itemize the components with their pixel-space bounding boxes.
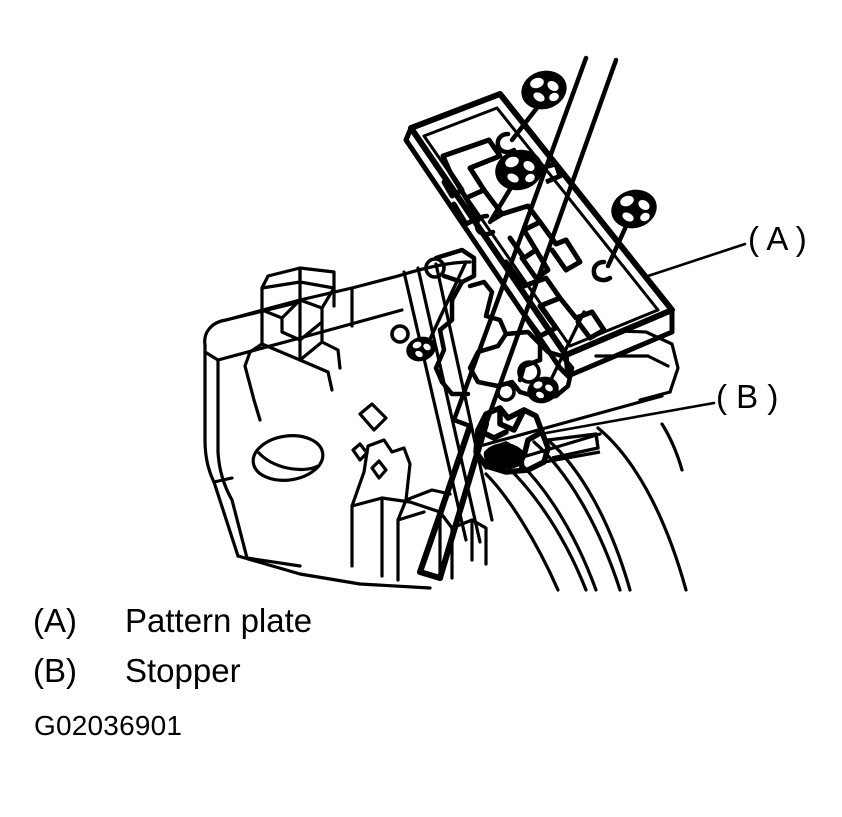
legend-label-b: Stopper xyxy=(125,652,241,689)
oval-hole-left xyxy=(251,434,325,482)
callout-label-a: ( A ) xyxy=(748,220,807,257)
legend-row-a: (A) Pattern plate xyxy=(33,604,533,654)
screw-head-middle xyxy=(487,149,563,225)
screw-head-lower-left xyxy=(406,260,468,362)
screw-head-right xyxy=(605,189,657,269)
screw-head-top xyxy=(509,70,567,143)
legend-key-b: (B) xyxy=(33,652,77,689)
leader-line-b xyxy=(544,401,716,435)
stopper-shadow xyxy=(483,443,526,470)
lower-bracket-cluster xyxy=(350,438,488,582)
legend: (A) Pattern plate (B) Stopper xyxy=(33,604,533,704)
callout-label-b: ( B ) xyxy=(716,378,779,415)
shift-lever-rod-lower xyxy=(417,421,489,581)
figure-code: G02036901 xyxy=(34,710,183,741)
leader-line-a xyxy=(646,242,747,278)
pattern-plate-edge xyxy=(403,127,675,379)
shift-gate-slot-lower xyxy=(503,259,607,341)
screw-head-lower-center xyxy=(527,310,586,404)
legend-label-a: Pattern plate xyxy=(125,602,313,639)
legend-key-a: (A) xyxy=(33,602,77,639)
left-stepped-tab xyxy=(243,266,342,422)
pattern-plate-inner-bevel xyxy=(422,106,660,348)
plate-screw-holes xyxy=(474,131,613,283)
legend-row-b: (B) Stopper xyxy=(33,654,533,704)
stopper-flange xyxy=(543,432,601,464)
